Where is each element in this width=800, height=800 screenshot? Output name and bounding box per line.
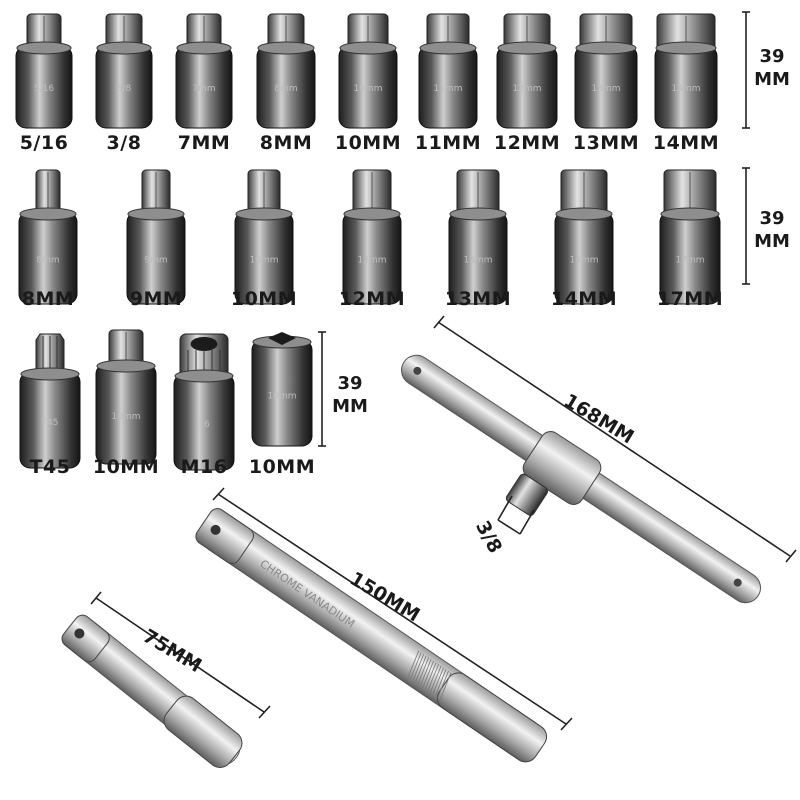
size-label: 8MM <box>21 288 75 310</box>
socket-marking: 14mm <box>672 84 701 94</box>
socket: 10mm <box>95 329 157 465</box>
size-label: 10MM <box>248 456 316 478</box>
size-label: 14MM <box>652 132 720 154</box>
t-handle-drive <box>505 473 549 516</box>
size-label: 12MM <box>338 288 406 310</box>
short-extension-bar <box>61 614 243 768</box>
height-value: 39 <box>759 46 785 67</box>
height-unit: MM <box>754 231 790 252</box>
socket: 13mm <box>448 169 508 305</box>
socket-marking: 10mm <box>354 84 383 94</box>
height-unit: MM <box>332 396 368 417</box>
socket: 17mm <box>659 169 721 305</box>
socket: 13mm <box>574 13 638 129</box>
socket-marking: 10mm <box>250 256 279 266</box>
socket-marking: 13mm <box>592 84 621 94</box>
socket: T45 <box>19 333 81 469</box>
socket: 8mm <box>18 169 78 305</box>
socket: 10mm <box>251 332 313 447</box>
size-label: 12MM <box>493 132 561 154</box>
socket: 8mm <box>256 13 316 129</box>
socket-marking: 13mm <box>464 256 493 266</box>
socket-marking: 8mm <box>36 256 59 266</box>
size-label: M16 <box>180 456 228 478</box>
socket-marking: 17mm <box>676 256 705 266</box>
size-label: 11MM <box>414 132 482 154</box>
size-label: 14MM <box>550 288 618 310</box>
socket-marking: 8mm <box>274 84 297 94</box>
size-label: 13MM <box>444 288 512 310</box>
size-label: 10MM <box>230 288 298 310</box>
socket-marking: 16 <box>198 420 210 430</box>
height-value: 39 <box>759 208 785 229</box>
socket: 11mm <box>418 13 478 129</box>
socket-marking: 10mm <box>112 412 141 422</box>
size-label: T45 <box>29 456 71 478</box>
socket: 12mm <box>342 169 402 305</box>
socket: 10mm <box>338 13 398 129</box>
size-label: 8MM <box>259 132 313 154</box>
socket-marking: 9mm <box>144 256 167 266</box>
socket-marking: 14mm <box>570 256 599 266</box>
socket: 12mm <box>496 13 558 129</box>
row2-height-dimension: 39 MM <box>748 207 796 253</box>
socket-marking: 5/16 <box>34 84 54 94</box>
size-label: 17MM <box>656 288 724 310</box>
socket-marking: 12mm <box>358 256 387 266</box>
height-unit: MM <box>754 69 790 90</box>
socket-marking: 12mm <box>513 84 542 94</box>
size-label: 10MM <box>334 132 402 154</box>
size-label: 5/16 <box>19 132 69 154</box>
size-label: 13MM <box>572 132 640 154</box>
size-label: 7MM <box>177 132 231 154</box>
socket: 3/8 <box>95 13 153 129</box>
socket-marking: T45 <box>41 418 59 428</box>
socket: 14mm <box>554 169 614 305</box>
size-label: 10MM <box>92 456 160 478</box>
socket: 14mm <box>654 13 718 129</box>
socket-marking: 10mm <box>268 391 297 401</box>
socket: 7mm <box>175 13 233 129</box>
socket-marking: 3/8 <box>117 84 132 94</box>
socket: 5/16 <box>15 13 73 129</box>
socket-marking: 7mm <box>192 84 215 94</box>
size-label: 9MM <box>129 288 183 310</box>
socket: 10mm <box>234 169 294 305</box>
size-label: 3/8 <box>106 132 142 154</box>
socket-marking: 11mm <box>434 84 463 94</box>
row1-height-dimension: 39 MM <box>748 45 796 91</box>
socket: 9mm <box>126 169 186 305</box>
height-value: 39 <box>337 373 363 394</box>
row3-height-dimension: 39 MM <box>328 372 372 418</box>
socket: 16 <box>173 333 235 471</box>
